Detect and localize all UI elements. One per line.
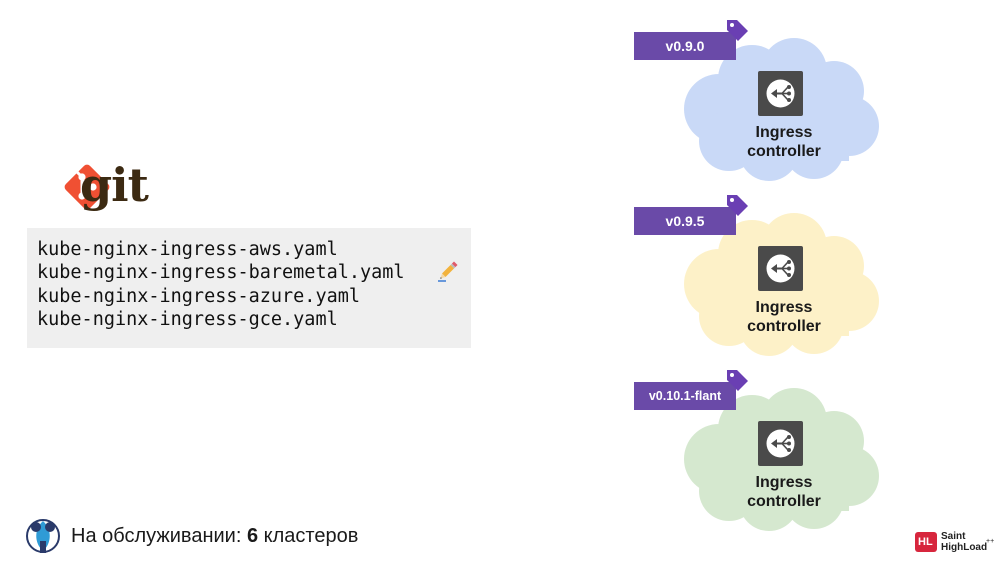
cloud-label: Ingress controller (724, 473, 844, 511)
pencil-icon (438, 261, 458, 282)
cluster-cloud: v0.10.1-flant Ingress controller (634, 370, 884, 536)
file-list: kube-nginx-ingress-aws.yaml kube-nginx-i… (27, 228, 471, 348)
cloud-label: Ingress controller (724, 298, 844, 336)
tag-icon (727, 195, 748, 216)
tag-icon (727, 20, 748, 41)
cloud-shape (684, 38, 879, 181)
file-name: kube-nginx-ingress-gce.yaml (37, 308, 338, 330)
cluster-count: 6 (246, 525, 259, 547)
cloud-label: Ingress controller (724, 123, 844, 161)
ingress-controller-icon (758, 71, 803, 116)
cloud-label-line1: Ingress (755, 124, 813, 141)
cloud-label-line2: controller (747, 493, 821, 510)
cluster-count-caption: На обслуживании: 6 кластеров (71, 525, 358, 548)
version-tag: v0.10.1-flant (634, 382, 736, 410)
cloud-label-line2: controller (747, 143, 821, 160)
saint-highload-logo: HL Saint HighLoad ++ (914, 529, 994, 555)
highload-text: HighLoad (941, 542, 988, 553)
cloud-label-line1: Ingress (755, 299, 813, 316)
version-tag: v0.9.5 (634, 207, 736, 235)
highload-logo-icon (915, 532, 937, 552)
file-name: kube-nginx-ingress-azure.yaml (37, 285, 361, 307)
cloud-label-line1: Ingress (755, 474, 813, 491)
file-name: kube-nginx-ingress-baremetal.yaml (37, 262, 405, 284)
tag-icon (727, 370, 748, 391)
git-wordmark: git (80, 158, 149, 212)
cloud-shape (684, 213, 879, 356)
flant-logo-icon (26, 519, 60, 553)
file-name: kube-nginx-ingress-aws.yaml (37, 239, 338, 260)
saint-text: Saint (941, 531, 966, 542)
git-logo-icon (64, 164, 110, 210)
caption-prefix: На обслуживании: (71, 525, 247, 547)
cluster-cloud: v0.9.0 Ingress controller (634, 20, 884, 186)
ingress-controller-icon (758, 421, 803, 466)
hl-badge-text: HL (918, 536, 933, 548)
caption-suffix: кластеров (258, 525, 359, 547)
highload-sup: ++ (986, 538, 995, 545)
ingress-controller-icon (758, 246, 803, 291)
cluster-cloud: v0.9.5 Ingress controller (634, 195, 884, 361)
version-tag: v0.9.0 (634, 32, 736, 60)
cloud-label-line2: controller (747, 318, 821, 335)
